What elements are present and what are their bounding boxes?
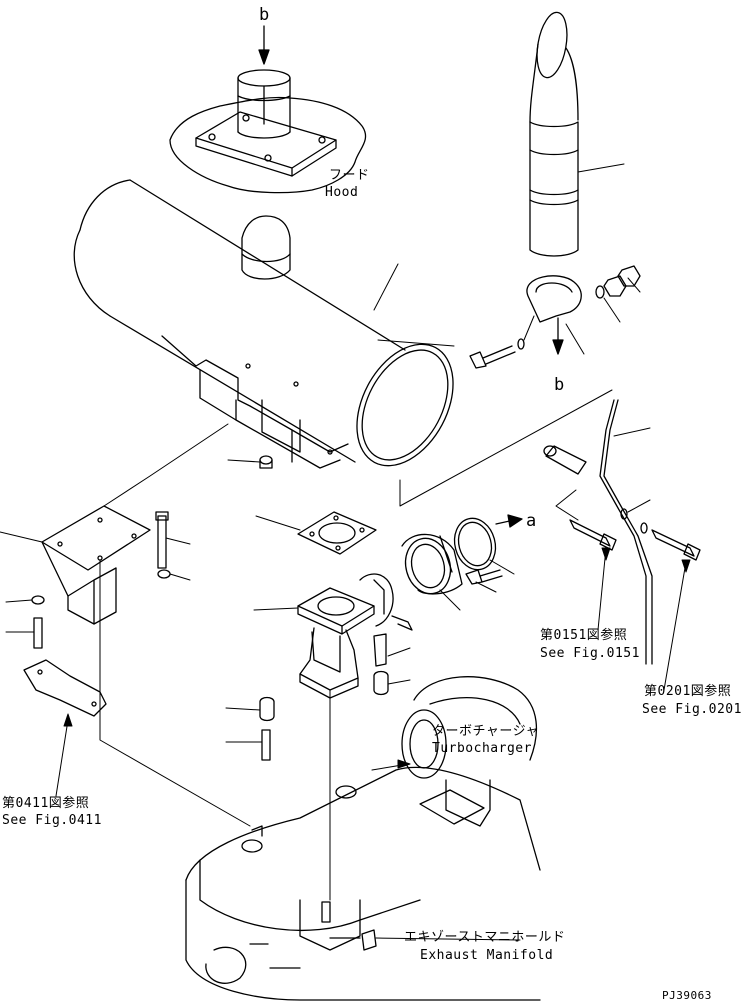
clamp-and-fasteners [469,265,641,369]
callout-b-mid-text: b [554,375,564,395]
fig0411-label-jp: 第0411図参照 [2,796,90,811]
long-bolts [569,508,701,561]
manifold-label-en: Exhaust Manifold [420,948,554,963]
fig0201-label-jp: 第0201図参照 [644,684,732,699]
exhaust-elbow [297,573,413,699]
callout-a-text: a [526,511,536,531]
callout-b-top-text: b [259,5,269,25]
center-bolts [259,455,503,761]
callout-b-top: b [258,5,270,65]
hood [169,69,367,194]
leader-lines [0,163,691,941]
fig0151-label-jp: 第0151図参照 [540,628,628,643]
callout-a: a [495,511,536,531]
gasket-ring [453,517,497,571]
fig0411-label-en: See Fig.0411 [2,813,102,828]
drawing-id: PJ39063 [662,989,712,1002]
callout-b-mid: b [552,317,564,395]
flex-bellows [401,533,463,595]
turbocharger-label-en: Turbocharger [432,741,532,756]
hood-label-en: Hood [325,185,359,200]
drain-pipe [543,399,653,665]
muffler [73,179,454,469]
fig0201-label-en: See Fig.0201 [642,702,742,717]
turbocharger-label-jp: ターボチャージャ [432,724,539,739]
hood-label-jp: フード [329,168,370,183]
manifold-label-jp: エキゾーストマニホールド [404,930,566,945]
gasket-top [297,511,377,555]
fig0151-label-en: See Fig.0151 [540,646,640,661]
tail-pipe [529,11,579,257]
mount-bracket [23,505,171,717]
exhaust-manifold [185,766,541,1001]
